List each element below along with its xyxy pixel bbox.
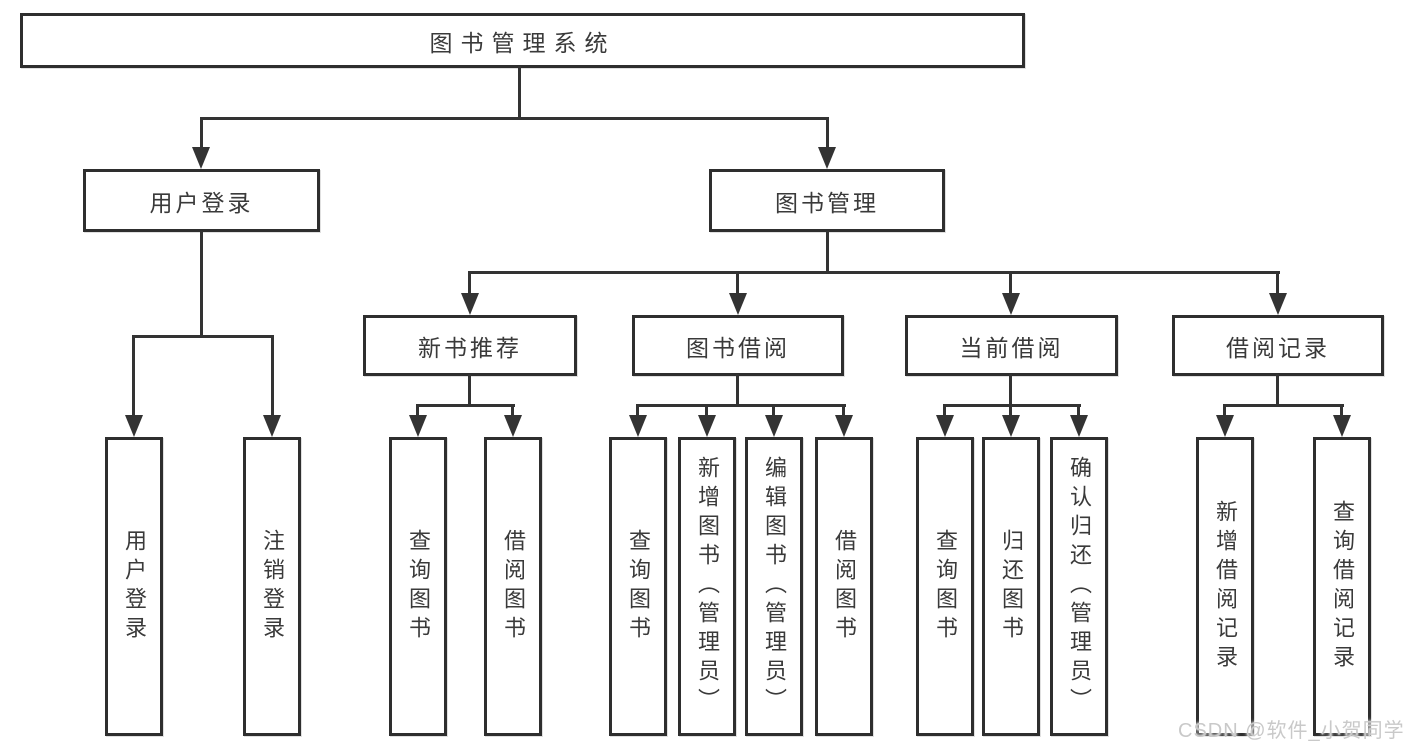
connector-line bbox=[826, 231, 829, 273]
connector-line bbox=[518, 66, 521, 119]
node-label: 新书推荐 bbox=[418, 334, 522, 361]
leaf-borrow-books-recommend: 借阅图书 bbox=[484, 437, 542, 736]
leaf-query-books-current: 查询图书 bbox=[916, 437, 974, 736]
node-current-borrowing: 当前借阅 bbox=[905, 315, 1118, 376]
connector-line bbox=[468, 271, 1280, 274]
connector-line bbox=[1009, 374, 1012, 407]
node-book-borrowing: 图书借阅 bbox=[632, 315, 844, 376]
connector-line bbox=[468, 271, 471, 296]
arrow-down-icon bbox=[1216, 415, 1234, 437]
node-label: 新增借阅记录 bbox=[1213, 499, 1238, 674]
node-user-login: 用户登录 bbox=[83, 169, 320, 232]
connector-line bbox=[826, 117, 829, 149]
node-label: 图书管理系统 bbox=[429, 29, 616, 56]
connector-line bbox=[200, 117, 829, 120]
node-label: 图书借阅 bbox=[686, 334, 790, 361]
connector-line bbox=[132, 335, 135, 417]
connector-line bbox=[200, 231, 203, 338]
node-label: 新增图书（管理员） bbox=[695, 456, 720, 717]
arrow-down-icon bbox=[1070, 415, 1088, 437]
leaf-add-borrow-record: 新增借阅记录 bbox=[1196, 437, 1254, 736]
connector-line bbox=[200, 117, 203, 149]
connector-line bbox=[943, 404, 946, 418]
arrow-down-icon bbox=[1269, 293, 1287, 315]
connector-line bbox=[705, 404, 708, 418]
leaf-query-borrow-record: 查询借阅记录 bbox=[1313, 437, 1371, 736]
connector-line bbox=[842, 404, 845, 418]
node-label: 借阅图书 bbox=[832, 528, 857, 645]
csdn-watermark: CSDN @软件_小贺同学 bbox=[1178, 720, 1405, 742]
arrow-down-icon bbox=[729, 293, 747, 315]
arrow-down-icon bbox=[1002, 293, 1020, 315]
arrow-down-icon bbox=[936, 415, 954, 437]
arrow-down-icon bbox=[125, 415, 143, 437]
leaf-query-books-borrowing: 查询图书 bbox=[609, 437, 667, 736]
connector-line bbox=[1223, 404, 1226, 418]
connector-line bbox=[1223, 404, 1344, 407]
arrow-down-icon bbox=[263, 415, 281, 437]
arrow-down-icon bbox=[504, 415, 522, 437]
leaf-return-book: 归还图书 bbox=[982, 437, 1040, 736]
connector-line bbox=[1276, 374, 1279, 407]
node-label: 查询图书 bbox=[626, 528, 651, 645]
connector-line bbox=[416, 404, 515, 407]
arrow-down-icon bbox=[461, 293, 479, 315]
node-label: 编辑图书（管理员） bbox=[762, 456, 787, 717]
node-borrowing-records: 借阅记录 bbox=[1172, 315, 1384, 376]
arrow-down-icon bbox=[192, 147, 210, 169]
leaf-logout: 注销登录 bbox=[243, 437, 301, 736]
node-label: 查询图书 bbox=[406, 528, 431, 645]
node-label: 查询图书 bbox=[933, 528, 958, 645]
arrow-down-icon bbox=[765, 415, 783, 437]
connector-line bbox=[1009, 271, 1012, 296]
arrow-down-icon bbox=[698, 415, 716, 437]
connector-line bbox=[511, 404, 514, 418]
connector-line bbox=[416, 404, 419, 418]
connector-line bbox=[736, 271, 739, 296]
arrow-down-icon bbox=[629, 415, 647, 437]
node-new-book-recommend: 新书推荐 bbox=[363, 315, 577, 376]
node-book-management: 图书管理 bbox=[709, 169, 945, 232]
node-library-system: 图书管理系统 bbox=[20, 13, 1025, 68]
connector-line bbox=[1077, 404, 1080, 418]
leaf-borrow-books: 借阅图书 bbox=[815, 437, 873, 736]
arrow-down-icon bbox=[818, 147, 836, 169]
node-label: 用户登录 bbox=[122, 528, 147, 645]
connector-line bbox=[636, 404, 639, 418]
connector-line bbox=[1276, 271, 1279, 296]
node-label: 归还图书 bbox=[999, 528, 1024, 645]
connector-line bbox=[772, 404, 775, 418]
connector-line bbox=[943, 404, 1081, 407]
node-label: 确认归还（管理员） bbox=[1067, 456, 1092, 717]
node-label: 查询借阅记录 bbox=[1330, 499, 1355, 674]
node-label: 用户登录 bbox=[149, 189, 254, 216]
leaf-add-book-admin: 新增图书（管理员） bbox=[678, 437, 736, 736]
arrow-down-icon bbox=[409, 415, 427, 437]
leaf-user-login: 用户登录 bbox=[105, 437, 163, 736]
leaf-query-books-recommend: 查询图书 bbox=[389, 437, 447, 736]
connector-line bbox=[271, 335, 274, 417]
arrow-down-icon bbox=[835, 415, 853, 437]
arrow-down-icon bbox=[1333, 415, 1351, 437]
node-label: 借阅图书 bbox=[501, 528, 526, 645]
leaf-edit-book-admin: 编辑图书（管理员） bbox=[745, 437, 803, 736]
connector-line bbox=[736, 374, 739, 407]
connector-line bbox=[1340, 404, 1343, 418]
arrow-down-icon bbox=[1002, 415, 1020, 437]
node-label: 借阅记录 bbox=[1226, 334, 1330, 361]
node-label: 图书管理 bbox=[775, 189, 879, 216]
connector-line bbox=[132, 335, 274, 338]
connector-line bbox=[468, 374, 471, 407]
connector-line bbox=[1009, 404, 1012, 418]
connector-line bbox=[636, 404, 846, 407]
node-label: 当前借阅 bbox=[959, 334, 1064, 361]
node-label: 注销登录 bbox=[260, 528, 285, 645]
leaf-confirm-return-admin: 确认归还（管理员） bbox=[1050, 437, 1108, 736]
